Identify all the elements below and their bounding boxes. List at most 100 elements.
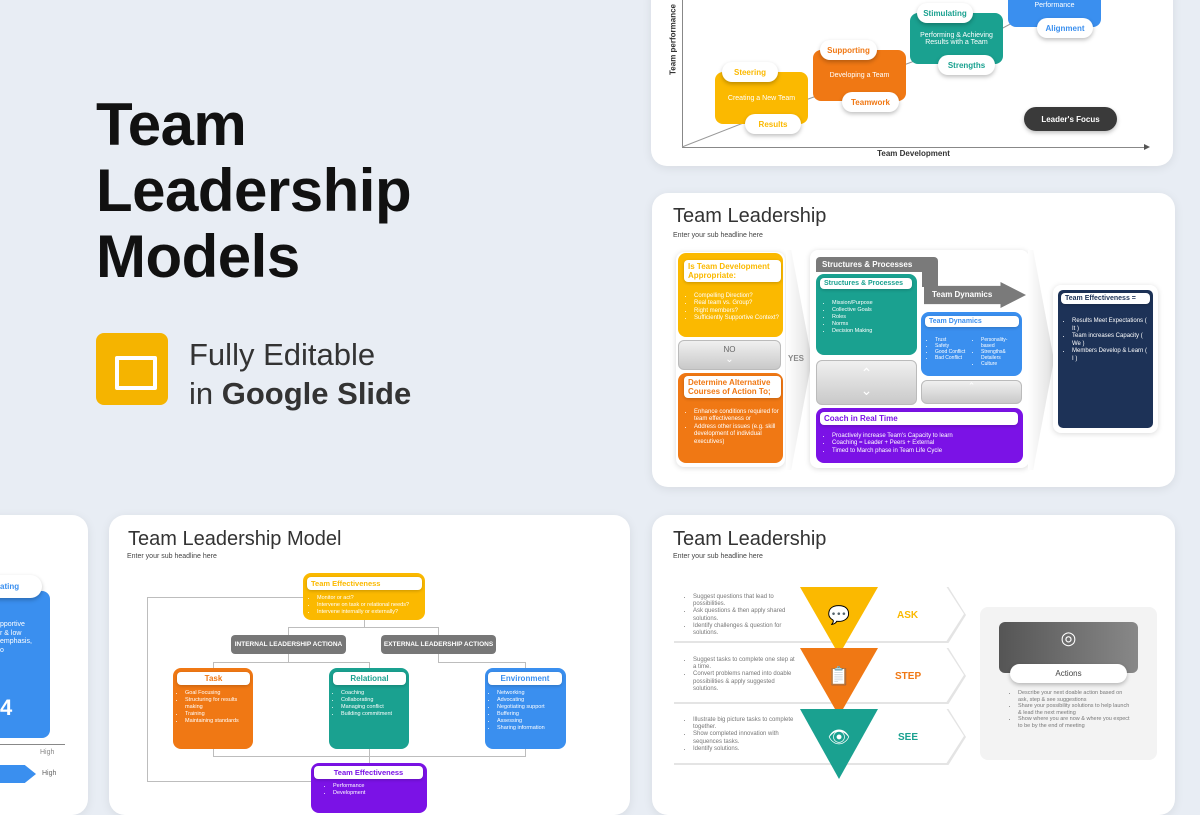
list-item: Trust: [935, 337, 970, 343]
high-arrow: [0, 765, 36, 783]
no-label: NO: [723, 345, 736, 354]
list-item: Share your possibility solutions to help…: [1018, 703, 1133, 716]
slide-subtitle: Enter your sub headline here: [673, 232, 763, 239]
leaders-focus-badge: Leader's Focus: [1024, 107, 1117, 131]
stage-number: 4: [0, 695, 13, 720]
card-ask-step-see[interactable]: Team Leadership Enter your sub headline …: [652, 515, 1175, 815]
list-item: Timed to March phase in Team Life Cycle: [832, 448, 1017, 455]
list-item: Decision Making: [832, 328, 912, 335]
connector: [213, 662, 214, 670]
relational-box: Relational CoachingCollaboratingManaging…: [329, 668, 409, 749]
connector: [438, 662, 526, 663]
effectiveness-box: Team Effectiveness = Results Meet Expect…: [1058, 290, 1153, 428]
no-button[interactable]: NO⌄: [678, 340, 781, 370]
list-item: Coaching = Leader + Peers + External: [832, 440, 1017, 447]
x-axis: [682, 147, 1147, 148]
stage-pill-supporting: Supporting: [820, 40, 877, 60]
actions-list: Describe your next doable action based o…: [1008, 690, 1133, 730]
list-item: Monitor or act?: [317, 595, 422, 602]
text-line: o: [0, 646, 4, 654]
expand-toggle[interactable]: ⌃⌄: [816, 360, 917, 405]
card-leadership-focus-chart[interactable]: Team performance Team Development Creati…: [651, 0, 1173, 166]
task-box: Task Goal FocusingStructuring for result…: [173, 668, 253, 749]
see-label: SEE: [898, 732, 919, 743]
axis-high-label: High: [40, 749, 55, 756]
list-item: Maintaining standards: [185, 718, 250, 725]
card-partial-model[interactable]: pportive r & low emphasis, o 4 ating Hig…: [0, 515, 88, 815]
list-item: Bad Conflict: [935, 355, 970, 361]
list-item: Performance: [333, 783, 418, 790]
question-box: Is Team Development Appropriate: Compell…: [678, 253, 783, 337]
environment-title: Environment: [488, 672, 562, 685]
dynamics-list-a: TrustSafetyGood ConflictBad Conflict: [925, 337, 970, 361]
list-item: Goal Focusing: [185, 690, 250, 697]
list-item: Sufficiently Supportive Context?: [694, 315, 779, 322]
y-axis: [682, 0, 683, 147]
list-item: Intervene on task or relational needs?: [317, 602, 422, 609]
list-item: Suggest tasks to complete one step at a …: [693, 657, 795, 671]
connector: [369, 749, 370, 764]
bottom-effectiveness-title: Team Effectiveness: [314, 766, 423, 779]
environment-list: NetworkingAdvocatingNegotiating supportB…: [487, 690, 563, 732]
list-item: Networking: [497, 690, 563, 697]
list-item: Sharing information: [497, 725, 563, 732]
dynamics-list-b: Personality-basedStrengths& DetailersCul…: [971, 337, 1019, 367]
chevron-up-icon: ⌃: [967, 381, 976, 391]
stage-pill-steering: Steering: [722, 62, 778, 82]
text-line: r & low: [0, 629, 22, 637]
chevron-down-icon: ⌄: [860, 382, 873, 398]
relational-title: Relational: [333, 672, 406, 685]
list-item: Identify solutions.: [693, 746, 795, 753]
connector: [438, 627, 439, 635]
list-item: Collaborating: [341, 697, 406, 704]
list-item: Collective Goals: [832, 307, 912, 314]
result-chevron: [1028, 250, 1054, 470]
connector: [525, 662, 526, 670]
external-actions-label: EXTERNAL LEADERSHIP ACTIONS: [381, 635, 496, 654]
x-axis-arrow-icon: [1144, 144, 1150, 150]
fully-editable-text: Fully Editable: [189, 337, 376, 372]
structures-list: Mission/PurposeCollective GoalsRolesNorm…: [822, 300, 912, 335]
ask-label: ASK: [897, 610, 919, 621]
x-axis-label: Team Development: [877, 149, 950, 158]
slide-title: Team Leadership Model: [128, 528, 342, 550]
coach-list: Proactively increase Team's Capacity to …: [822, 433, 1017, 455]
list-item: Managing conflict: [341, 704, 406, 711]
list-item: Norms: [832, 321, 912, 328]
card-team-leadership-model[interactable]: Team Leadership Model Enter your sub hea…: [109, 515, 630, 815]
connector: [288, 654, 289, 662]
slide-title: Team Leadership: [673, 528, 827, 550]
list-item: Advocating: [497, 697, 563, 704]
list-item: Show completed innovation with sequences…: [693, 731, 795, 745]
card-team-leadership-flow[interactable]: Team Leadership Enter your sub headline …: [652, 193, 1175, 487]
connector: [369, 662, 370, 670]
stage-pill-alignment: Alignment: [1037, 18, 1093, 38]
list-item: Show where you are now & where you expec…: [1018, 716, 1133, 729]
list-item: Address other issues (e.g. skill develop…: [694, 424, 781, 446]
connector: [213, 662, 370, 663]
task-title: Task: [177, 672, 250, 685]
top-effectiveness-box: Team Effectiveness Monitor or act?Interv…: [303, 573, 425, 620]
list-item: Strengths& Detailers: [981, 349, 1019, 361]
alternative-list: Enhance conditions required for team eff…: [684, 409, 781, 446]
top-effectiveness-list: Monitor or act?Intervene on task or rela…: [307, 595, 422, 616]
list-item: Team increases Capacity ( We ): [1072, 333, 1150, 348]
team-dynamics-arrow: Team Dynamics: [924, 282, 1026, 308]
dynamics-toggle[interactable]: ⌃: [921, 380, 1022, 404]
dynamics-title: Team Dynamics: [925, 316, 1019, 327]
list-item: Roles: [832, 314, 912, 321]
step-label: STEP: [895, 671, 922, 682]
list-item: Training: [185, 711, 250, 718]
list-item: Personality-based: [981, 337, 1019, 349]
bar-bend: [922, 257, 938, 287]
hero-title: Team Leadership Models: [96, 91, 412, 290]
list-item: Convert problems named into doable possi…: [693, 671, 795, 693]
hero-title-line: Team: [96, 91, 247, 158]
list-item: Suggest questions that lead to possibili…: [693, 594, 795, 608]
list-item: Illustrate big picture tasks to complete…: [693, 717, 795, 731]
prefix: in: [189, 376, 222, 411]
structures-box: Structures & Processes Mission/PurposeCo…: [816, 274, 917, 355]
actions-title: Actions: [1010, 664, 1127, 683]
chevron-up-icon: ⌃: [860, 365, 873, 381]
list-item: Members Develop & Learn ( I ): [1072, 348, 1150, 363]
